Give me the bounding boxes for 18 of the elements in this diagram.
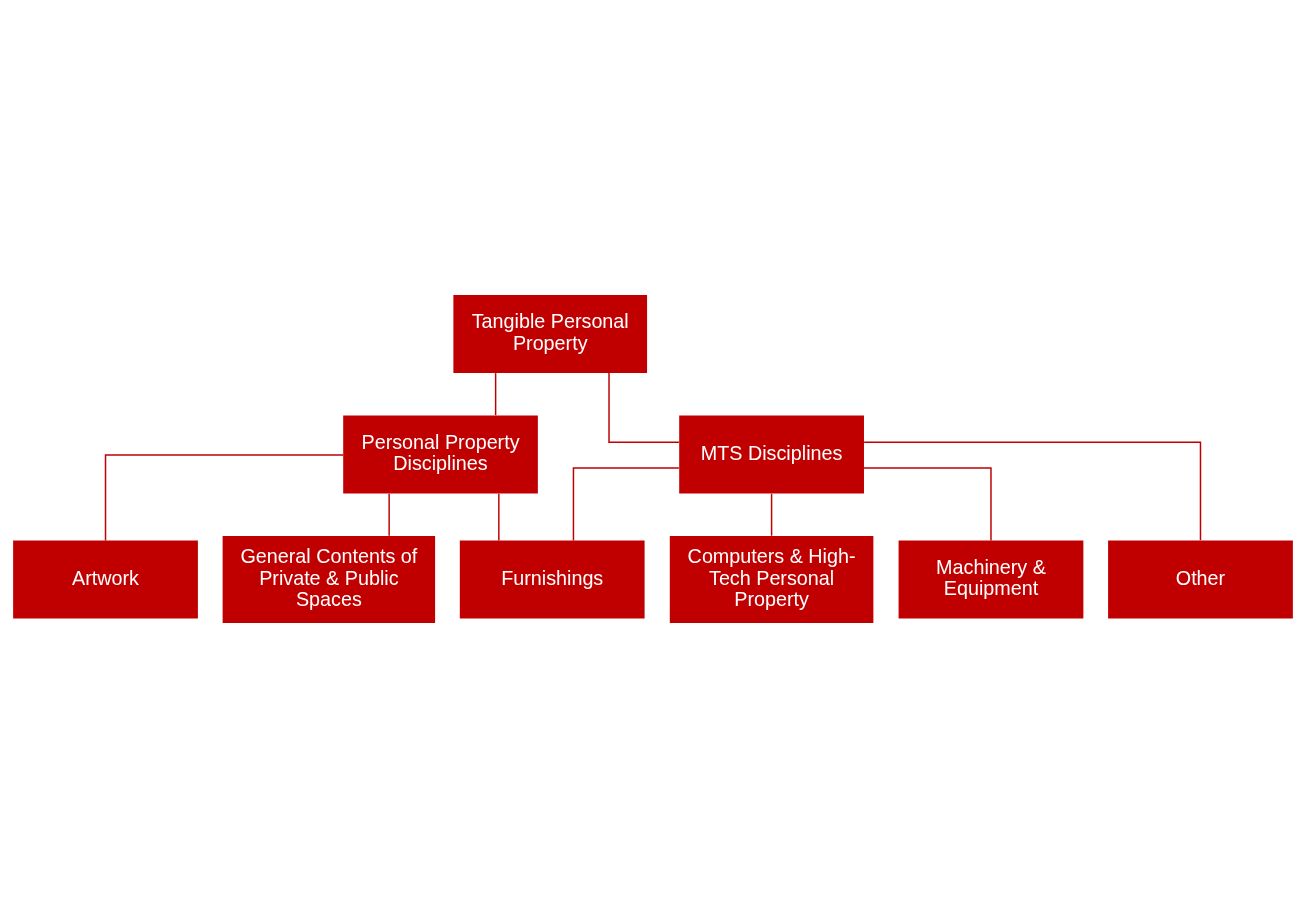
connector	[863, 441, 1202, 541]
node-box: Personal Property Disciplines	[343, 415, 538, 494]
connector	[863, 467, 992, 542]
node-box: Computers & High-Tech Personal Property	[669, 536, 874, 624]
connector	[770, 493, 773, 537]
connector	[608, 372, 680, 443]
connector	[388, 493, 390, 537]
connector	[104, 454, 344, 542]
node-box: Furnishings	[459, 540, 645, 619]
connector	[498, 493, 500, 542]
node-box: Artwork	[13, 540, 198, 619]
node-box: Machinery & Equipment	[898, 540, 1084, 619]
node-box: General Contents of Private & Public Spaces	[222, 536, 436, 624]
node-box: Tangible Personal Property	[453, 294, 648, 373]
node-box: MTS Disciplines	[679, 415, 864, 494]
node-box: Other	[1108, 540, 1293, 619]
connector	[572, 467, 680, 542]
connector	[494, 372, 497, 416]
